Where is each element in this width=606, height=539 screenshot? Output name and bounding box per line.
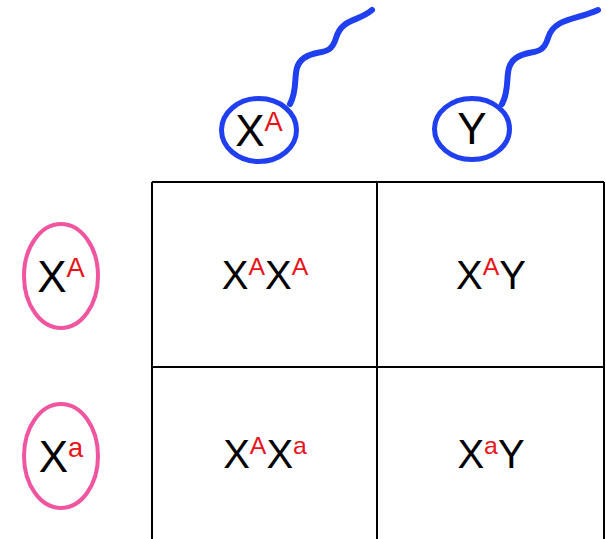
allele-superscript: a bbox=[484, 432, 498, 459]
punnett-cell: XAXA bbox=[154, 184, 376, 366]
chromosome-letter: Y bbox=[457, 104, 486, 153]
genotype-text: XAXa bbox=[223, 434, 307, 474]
genotype-text: XAY bbox=[456, 255, 526, 295]
egg-gamete: Xa bbox=[22, 402, 100, 510]
genotype-text: XAXA bbox=[222, 255, 308, 295]
sperm-ellipse bbox=[435, 99, 510, 160]
punnett-cell: XAY bbox=[379, 184, 603, 366]
egg-ellipse bbox=[24, 224, 98, 328]
genotype-text: XA bbox=[37, 254, 85, 299]
allele-superscript: A bbox=[292, 253, 309, 280]
genotype-text: Y bbox=[457, 107, 486, 151]
sperm-gamete: XA bbox=[219, 96, 299, 164]
egg-gamete: XA bbox=[22, 222, 100, 330]
punnett-cell: XaY bbox=[379, 369, 603, 539]
chromosome-letter: X bbox=[37, 252, 66, 301]
chromosome-letter: Y bbox=[499, 253, 526, 297]
egg-ellipse bbox=[24, 404, 98, 508]
punnett-grid bbox=[152, 182, 604, 539]
sperm-tail bbox=[502, 10, 598, 104]
allele-superscript: a bbox=[68, 432, 83, 463]
chromosome-letter: X bbox=[235, 106, 264, 155]
allele-superscript: A bbox=[265, 106, 283, 137]
sperm-ellipse bbox=[222, 99, 297, 162]
chromosome-letter: X bbox=[39, 432, 68, 481]
genotype-text: Xa bbox=[39, 434, 84, 479]
allele-superscript: A bbox=[483, 253, 500, 280]
chromosome-letter: X bbox=[266, 432, 293, 476]
chromosome-letter: Y bbox=[498, 432, 525, 476]
chromosome-letter: X bbox=[457, 432, 484, 476]
chromosome-letter: X bbox=[265, 253, 292, 297]
chromosome-letter: X bbox=[222, 253, 249, 297]
allele-superscript: a bbox=[293, 432, 307, 459]
chromosome-letter: X bbox=[223, 432, 250, 476]
sperm-gamete: Y bbox=[432, 96, 512, 162]
punnett-cell: XAXa bbox=[154, 369, 376, 539]
chromosome-letter: X bbox=[456, 253, 483, 297]
allele-superscript: A bbox=[248, 253, 265, 280]
genotype-text: XaY bbox=[457, 434, 524, 474]
sperm-tail bbox=[290, 10, 372, 104]
allele-superscript: A bbox=[67, 252, 85, 283]
allele-superscript: A bbox=[250, 432, 267, 459]
genotype-text: XA bbox=[235, 108, 283, 153]
